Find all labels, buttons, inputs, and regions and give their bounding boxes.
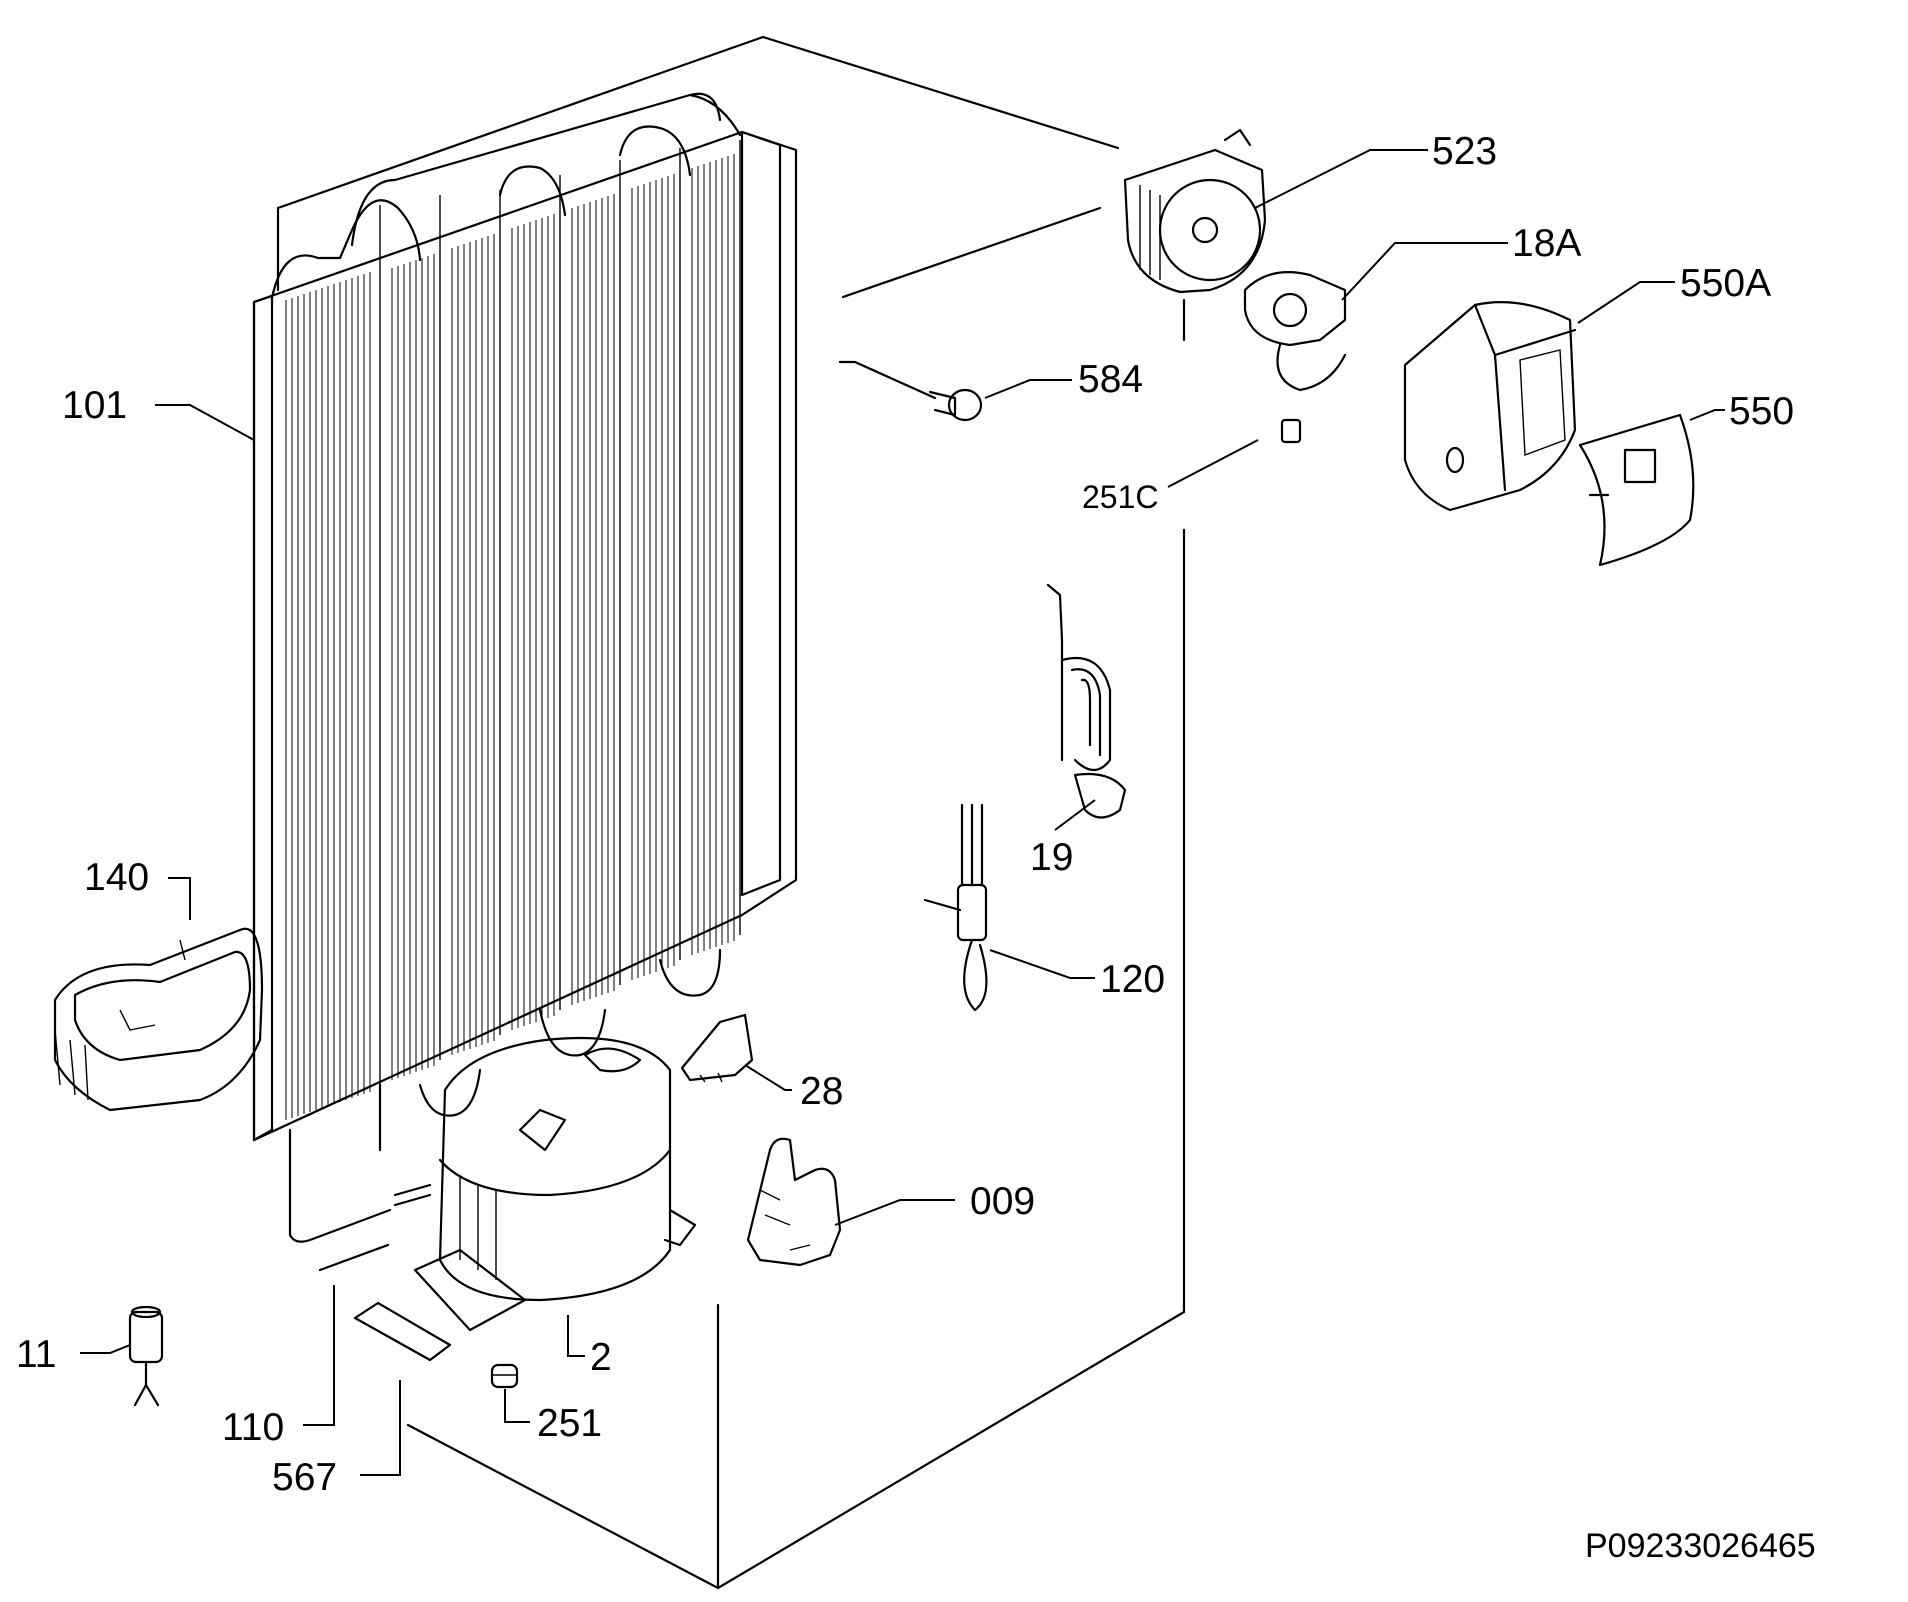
drip-tray-140 (53, 927, 264, 1112)
part-label-251: 251 (537, 1402, 602, 1445)
part-label-251c: 251C (1082, 479, 1159, 515)
fan-housing-523 (1123, 128, 1267, 294)
part-label-120: 120 (1100, 958, 1165, 1001)
lamp-cover-550 (1578, 413, 1695, 567)
part-label-101: 101 (62, 384, 127, 427)
lamp-251c (1280, 418, 1302, 444)
lamp-housing-550a (1403, 301, 1577, 512)
part-label-550a: 550A (1680, 262, 1771, 305)
thermostat-probe-120 (923, 803, 988, 1012)
part-label-567: 567 (272, 1456, 337, 1499)
drawing-code: P09233026465 (1585, 1527, 1816, 1565)
part-label-2: 2 (590, 1336, 612, 1379)
part-label-584: 584 (1078, 358, 1143, 401)
bracket-567 (353, 1301, 452, 1362)
sensor-584 (838, 360, 983, 422)
compressor-2 (318, 1036, 697, 1332)
heater-19 (1046, 583, 1127, 819)
label-leaders (80, 149, 1725, 1476)
part-label-19: 19 (1030, 836, 1073, 879)
clip-28 (680, 1013, 754, 1083)
cabinet-outline (276, 35, 1186, 1590)
part-label-110: 110 (222, 1406, 284, 1449)
relay-009 (746, 1137, 842, 1267)
part-label-550: 550 (1729, 390, 1794, 433)
part-label-28: 28 (800, 1070, 843, 1113)
fan-motor-18a (1243, 271, 1347, 392)
part-label-11: 11 (16, 1333, 57, 1376)
part-label-009: 009 (970, 1180, 1035, 1223)
rubber-foot-251 (490, 1363, 519, 1389)
condenser-101 (252, 92, 798, 1243)
part-label-140: 140 (84, 856, 149, 899)
thermostat-part-11 (128, 1305, 164, 1407)
part-label-18a: 18A (1512, 222, 1581, 265)
part-label-523: 523 (1432, 130, 1497, 173)
